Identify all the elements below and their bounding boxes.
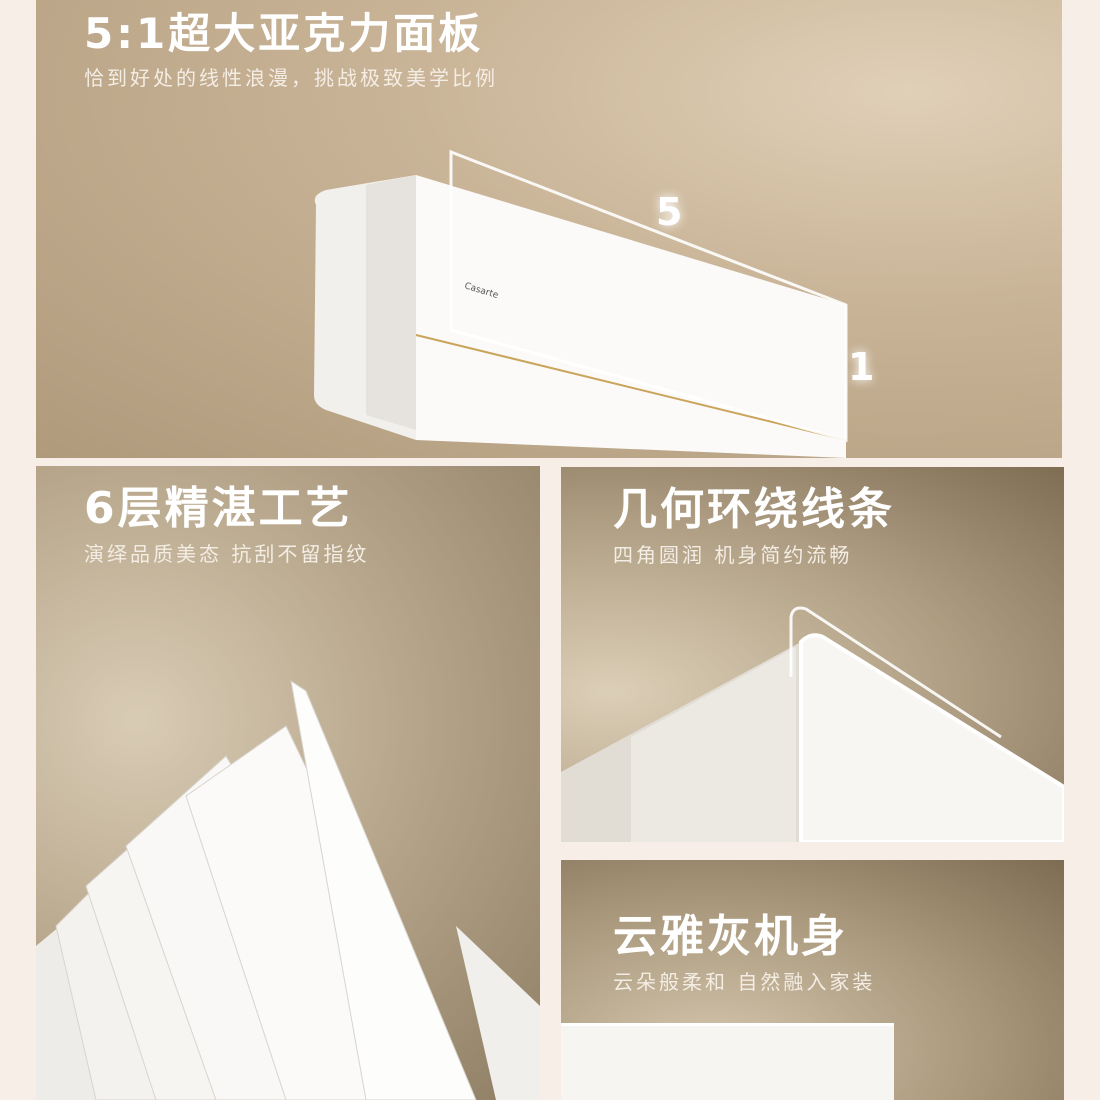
ratio-height-label: 1 (848, 345, 875, 389)
ac-unit-illustration: Casarte (314, 149, 848, 458)
panel-acrylic-panel: Casarte 5:1超大亚克力面板 恰到好处的线性浪漫，挑战极致美学比例 5 … (36, 0, 1062, 458)
ac-corner-illustration (561, 606, 1064, 842)
panel-six-layers: 6层精湛工艺 演绎品质美态 抗刮不留指纹 (36, 466, 540, 1100)
section-title: 5:1超大亚克力面板 (84, 9, 484, 58)
panel-cloud-grey-body: 云雅灰机身 云朵般柔和 自然融入家装 (561, 860, 1064, 1100)
section-subtitle: 恰到好处的线性浪漫，挑战极致美学比例 (84, 66, 498, 90)
section-subtitle: 云朵般柔和 自然融入家装 (613, 970, 876, 994)
ac-front-illustration (561, 1023, 894, 1100)
section-subtitle: 演绎品质美态 抗刮不留指纹 (84, 542, 370, 566)
section-title: 几何环绕线条 (613, 484, 895, 535)
layered-panels-illustration (36, 679, 540, 1100)
ratio-width-label: 5 (656, 190, 683, 234)
section-subtitle: 四角圆润 机身简约流畅 (613, 543, 853, 567)
panel-geometric-lines: 几何环绕线条 四角圆润 机身简约流畅 (561, 467, 1064, 842)
section-title: 6层精湛工艺 (84, 483, 353, 534)
section-title: 云雅灰机身 (613, 911, 848, 962)
